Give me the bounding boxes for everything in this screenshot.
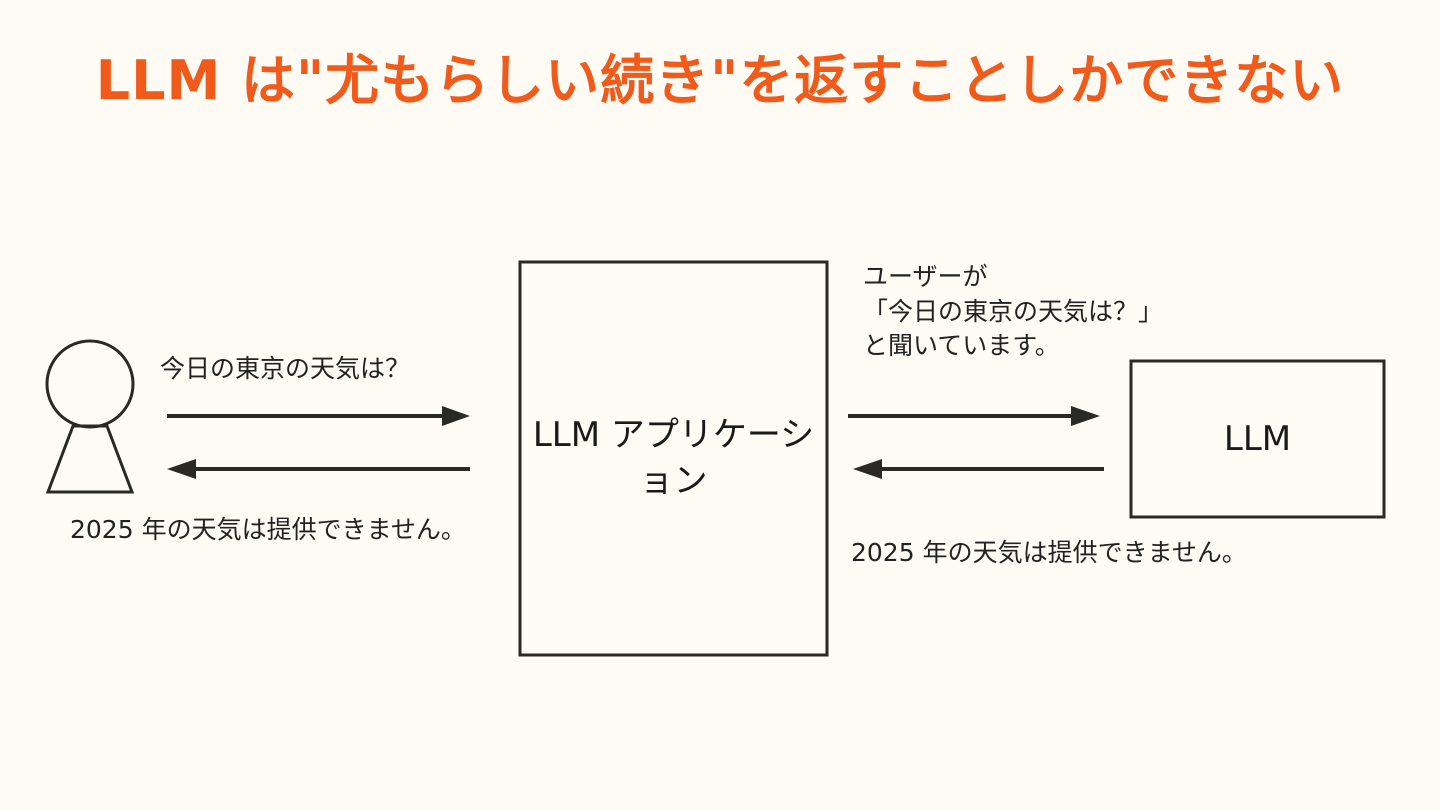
user-body	[45, 424, 135, 494]
llm-application-label: LLM アプリケーション	[532, 415, 815, 501]
llm-label: LLM	[1223, 419, 1292, 459]
arrow-app-to-llm	[848, 406, 1100, 426]
app-to-llm-message-line3: と聞いています。	[863, 331, 1060, 360]
user-icon	[45, 339, 135, 494]
arrow-app-to-user	[167, 459, 470, 479]
user-head	[45, 339, 135, 429]
llm-response-label: 2025 年の天気は提供できません。	[851, 538, 1247, 567]
app-to-llm-message-line2: 「今日の東京の天気は？」	[863, 297, 1164, 326]
app-response-label: 2025 年の天気は提供できません。	[70, 515, 466, 544]
llm-box	[1129, 359, 1386, 519]
arrow-llm-to-app	[853, 459, 1104, 479]
slide-title: LLM は"尤もらしい続き"を返すことしかできない	[95, 49, 1345, 112]
llm-application-box	[518, 260, 829, 657]
arrow-user-to-app	[167, 406, 470, 426]
app-to-llm-message-line1: ユーザーが	[863, 262, 988, 291]
user-question-label: 今日の東京の天気は？	[160, 354, 411, 383]
